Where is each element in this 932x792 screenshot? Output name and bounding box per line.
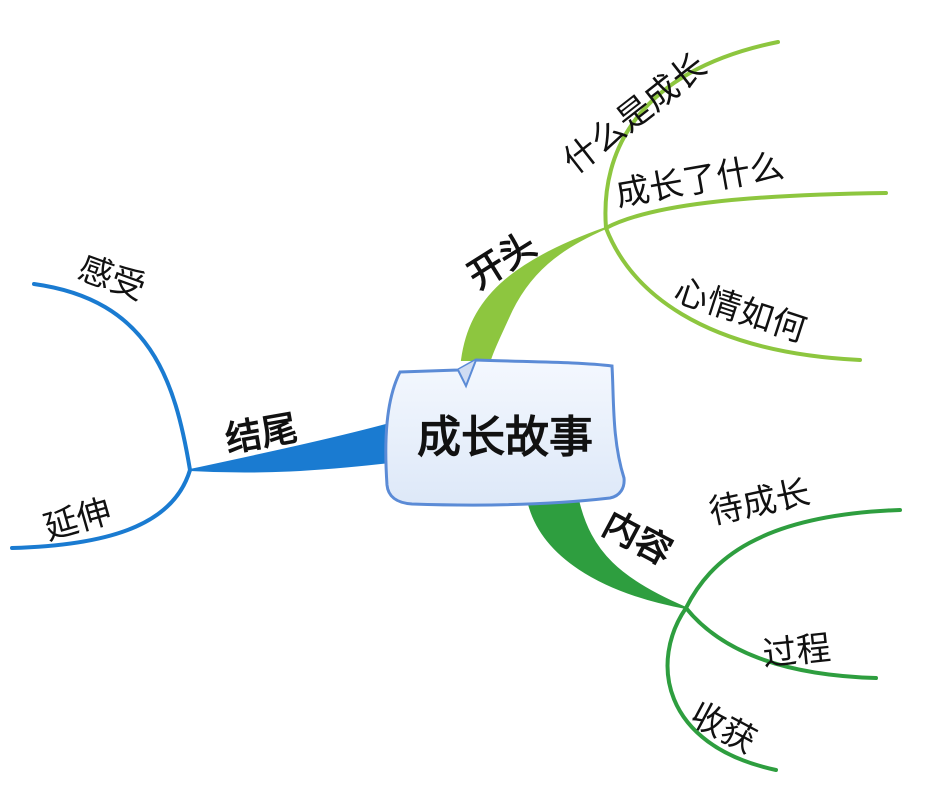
leaf-line-content-3	[665, 606, 778, 772]
leaf-line-ending-2	[10, 468, 192, 550]
branch-opening: 开头 什么是成长 成长了什么 心情如何	[460, 40, 888, 362]
leaf-line-content-1	[684, 508, 902, 610]
central-topic-fold-icon	[457, 359, 477, 389]
central-topic: 成长故事	[384, 358, 626, 507]
branch-content: 内容 待成长 过程 收获	[526, 472, 902, 772]
branch-ending: 结尾 感受 延伸	[10, 248, 392, 550]
branch-opening-trunk	[460, 227, 607, 361]
leaf-line-opening-3	[604, 226, 862, 362]
leaf-label-ending-2: 延伸	[39, 491, 115, 548]
leaf-line-opening-1	[603, 40, 780, 230]
leaf-label-content-2: 过程	[761, 628, 833, 675]
leaf-label-ending-1: 感受	[73, 248, 151, 309]
leaf-line-ending-1	[32, 282, 192, 472]
leaf-line-opening-2	[604, 191, 888, 230]
central-topic-box	[384, 358, 626, 507]
leaf-line-content-2	[684, 606, 878, 680]
central-topic-label: 成长故事	[417, 412, 593, 463]
